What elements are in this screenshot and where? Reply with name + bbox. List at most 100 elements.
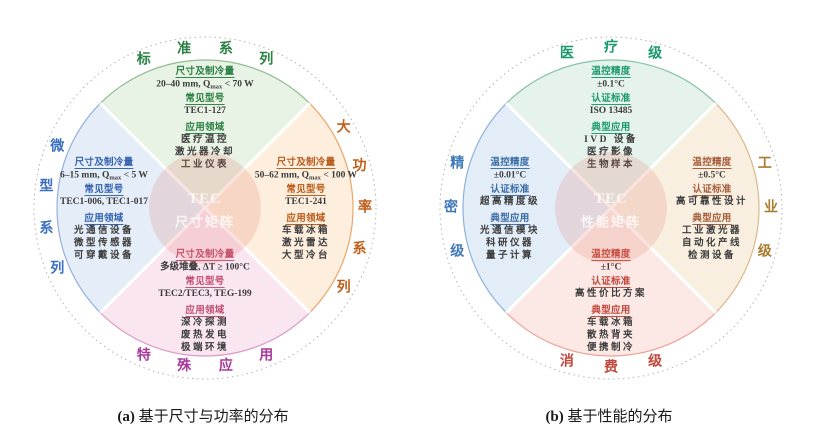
ring-label-char: 系	[39, 219, 53, 236]
center-subtitle: 性能矩阵	[581, 215, 641, 230]
section-value: 医疗温控	[181, 133, 229, 145]
center-subtitle: 尺寸矩阵	[175, 215, 235, 230]
section-heading: 尺寸及制冷量	[176, 65, 235, 77]
section-heading: 典型应用	[591, 304, 630, 316]
section-value: TEC1-127	[184, 106, 226, 116]
quadrant-right-arc	[309, 102, 354, 314]
ring-label-char: 应	[219, 357, 233, 374]
ring-label-char: 殊	[177, 358, 192, 374]
quadrant-right-wedge	[611, 103, 759, 313]
section-heading: 典型应用	[591, 121, 630, 133]
center-title: TEC	[188, 191, 222, 207]
section-value: 便携制冷	[587, 341, 635, 353]
ring-label-char: 功	[353, 158, 367, 174]
subcaption-b: (b) 基于性能的分布	[406, 405, 812, 426]
section-value: 自动化产线	[682, 237, 742, 249]
section-value: 车载冰箱	[282, 224, 330, 236]
center-title: TEC	[594, 191, 628, 207]
section-value: 50–62 mm, Qmax < 100 W	[255, 171, 358, 182]
ring-label-char: 费	[604, 359, 618, 376]
center-circle	[149, 152, 261, 264]
quadrant-right-wedge	[205, 103, 353, 313]
quadrant-left-wedge	[463, 103, 611, 313]
quadrant-right-arc	[715, 102, 760, 314]
section-value: 工业激光器	[682, 224, 742, 236]
section-value: IVD 设备	[584, 133, 638, 145]
section-value: 光通信设备	[73, 224, 134, 236]
quadrant-divider	[99, 102, 311, 314]
quadrant-bottom-wedge	[506, 208, 716, 356]
section-heading: 温控精度	[490, 156, 529, 168]
section-heading: 典型应用	[490, 212, 529, 224]
section-heading: 尺寸及制冷量	[277, 156, 336, 168]
center-circle	[555, 152, 667, 264]
outer-dashed-ring	[33, 36, 377, 380]
section-value: 医疗影像	[587, 146, 635, 158]
section-heading: 认证标准	[692, 183, 731, 195]
section-value: TEC1-241	[285, 197, 327, 207]
section-heading: 认证标准	[490, 183, 529, 195]
performance-diagram: 医 疗 级 精 密 级 工 业 级 消 费 级 温控精度 ±0.1°C 认证标准…	[439, 36, 783, 380]
section-value: 散热背夹	[587, 329, 635, 341]
section-heading: 应用领域	[286, 212, 325, 224]
section-heading: 常见型号	[185, 92, 224, 104]
quadrant-top-arc	[505, 59, 717, 104]
section-value: 20–40 mm, Qmax < 70 W	[156, 80, 254, 91]
ring-label-char: 列	[259, 51, 273, 68]
ring-label-char: 用	[259, 347, 273, 363]
section-value: 激光器冷却	[175, 146, 235, 158]
quadrant-bottom-arc	[99, 312, 311, 357]
section-value: 超高精度级	[479, 195, 540, 207]
ring-label-char: 率	[358, 199, 372, 216]
ring-label-char: 工	[758, 156, 772, 171]
section-value: ISO 13485	[590, 106, 633, 116]
section-value: ±0.5°C	[698, 170, 726, 181]
quadrant-top-wedge	[100, 60, 310, 208]
section-value: 微型传感器	[73, 237, 134, 249]
section-value: 大型冷台	[282, 249, 330, 261]
section-heading: 常见型号	[286, 183, 325, 195]
ring-label-char: 标	[136, 51, 151, 68]
section-heading: 认证标准	[591, 92, 630, 104]
ring-label-char: 级	[648, 45, 663, 62]
ring-label-char: 特	[137, 346, 151, 363]
section-value: 生物样本	[587, 158, 635, 170]
section-value: 激光雷达	[282, 237, 330, 249]
quadrant-bottom-wedge	[100, 208, 310, 356]
ring-label-char: 准	[177, 40, 191, 57]
ring-label-char: 级	[758, 243, 773, 260]
section-value: TEC1-006, TEC1-017	[60, 197, 148, 207]
outer-dashed-ring	[439, 36, 783, 380]
section-heading: 尺寸及制冷量	[176, 248, 235, 260]
ring-label-char: 精	[450, 154, 464, 171]
section-heading: 温控精度	[591, 65, 630, 77]
subcaption-a-tag: (a)	[117, 409, 135, 425]
size-power-diagram: 标 准 系 列 微 型 系 列 大 功 率 系 列 特 殊 应 用 尺寸及制冷量…	[33, 36, 377, 380]
ring-label-char: 系	[219, 40, 233, 57]
ring-label-char: 系	[353, 240, 367, 257]
section-value: ±0.1°C	[597, 79, 625, 90]
quadrant-divider	[505, 102, 717, 314]
subcaption-b-text: 基于性能的分布	[567, 409, 673, 425]
quadrant-left-arc	[56, 102, 101, 314]
subcaption-b-tag: (b)	[545, 409, 564, 425]
ring-label-char: 级	[450, 243, 465, 260]
section-value: 车载冰箱	[587, 316, 635, 328]
ring-label-char: 列	[337, 279, 351, 296]
figure: 标 准 系 列 微 型 系 列 大 功 率 系 列 特 殊 应 用 尺寸及制冷量…	[0, 36, 812, 426]
section-heading: 温控精度	[591, 248, 630, 260]
subcaption-a: (a) 基于尺寸与功率的分布	[0, 405, 406, 426]
quadrant-left-wedge	[57, 103, 206, 313]
section-value: 量子计算	[486, 249, 534, 261]
ring-label-char: 疗	[604, 39, 618, 56]
ring-label-char: 大	[337, 119, 351, 136]
quadrant-top-arc	[99, 59, 311, 104]
subcaption-a-text: 基于尺寸与功率的分布	[138, 409, 289, 425]
ring-label-char: 密	[443, 199, 458, 216]
section-value: 光通信模块	[479, 224, 540, 236]
ring-label-char: 列	[50, 260, 64, 277]
section-value: 检测设备	[688, 249, 736, 261]
section-value: 多级堆叠, ΔT ≥ 100°C	[160, 261, 250, 273]
ring-label-char: 业	[764, 200, 778, 216]
quadrant-left-arc	[462, 102, 507, 314]
